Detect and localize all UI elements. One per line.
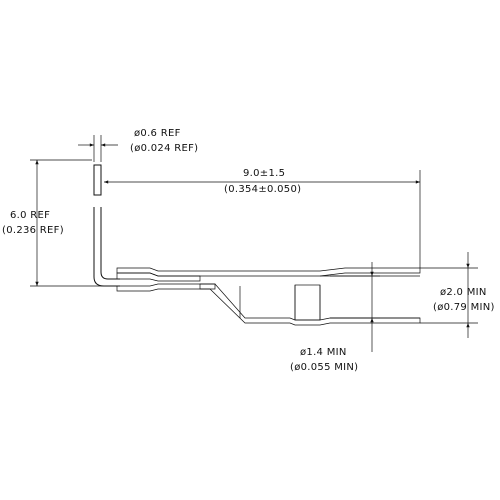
sleeve-crimp-lower xyxy=(116,283,216,292)
wire-lead xyxy=(93,164,120,287)
inner-diameter-metric: ø1.4 MIN xyxy=(300,347,347,358)
sleeve-crimp-upper xyxy=(116,272,201,282)
length-metric: 9.0±1.5 xyxy=(243,168,285,179)
wire-diameter-dimension: ø0.6 REF (ø0.024 REF) xyxy=(78,128,198,162)
inner-diameter-imperial: (ø0.055 MIN) xyxy=(290,362,358,373)
sleeve-upper-wall-left xyxy=(116,267,421,277)
height-metric: 6.0 REF xyxy=(10,210,50,221)
length-dimension: 9.0±1.5 (0.354±0.050) xyxy=(104,168,421,268)
length-imperial: (0.354±0.050) xyxy=(224,184,301,195)
outer-diameter-dimension: ø2.0 MIN (ø0.79 MIN) xyxy=(420,252,495,338)
outer-diameter-metric: ø2.0 MIN xyxy=(440,287,487,298)
height-imperial: (0.236 REF) xyxy=(2,225,64,236)
wire-diameter-metric: ø0.6 REF xyxy=(134,128,181,139)
sleeve-body xyxy=(116,267,421,326)
wire-lead-bend xyxy=(93,207,120,287)
solder-ring xyxy=(294,284,321,321)
height-dimension: 6.0 REF (0.236 REF) xyxy=(2,159,115,287)
inner-diameter-dimension: ø1.4 MIN (ø0.055 MIN) xyxy=(290,262,380,373)
sleeve-lower-wall xyxy=(199,283,421,326)
wire-diameter-imperial: (ø0.024 REF) xyxy=(130,143,198,154)
wire-lead-top-segment xyxy=(93,164,102,196)
outer-diameter-imperial: (ø0.79 MIN) xyxy=(433,302,495,313)
